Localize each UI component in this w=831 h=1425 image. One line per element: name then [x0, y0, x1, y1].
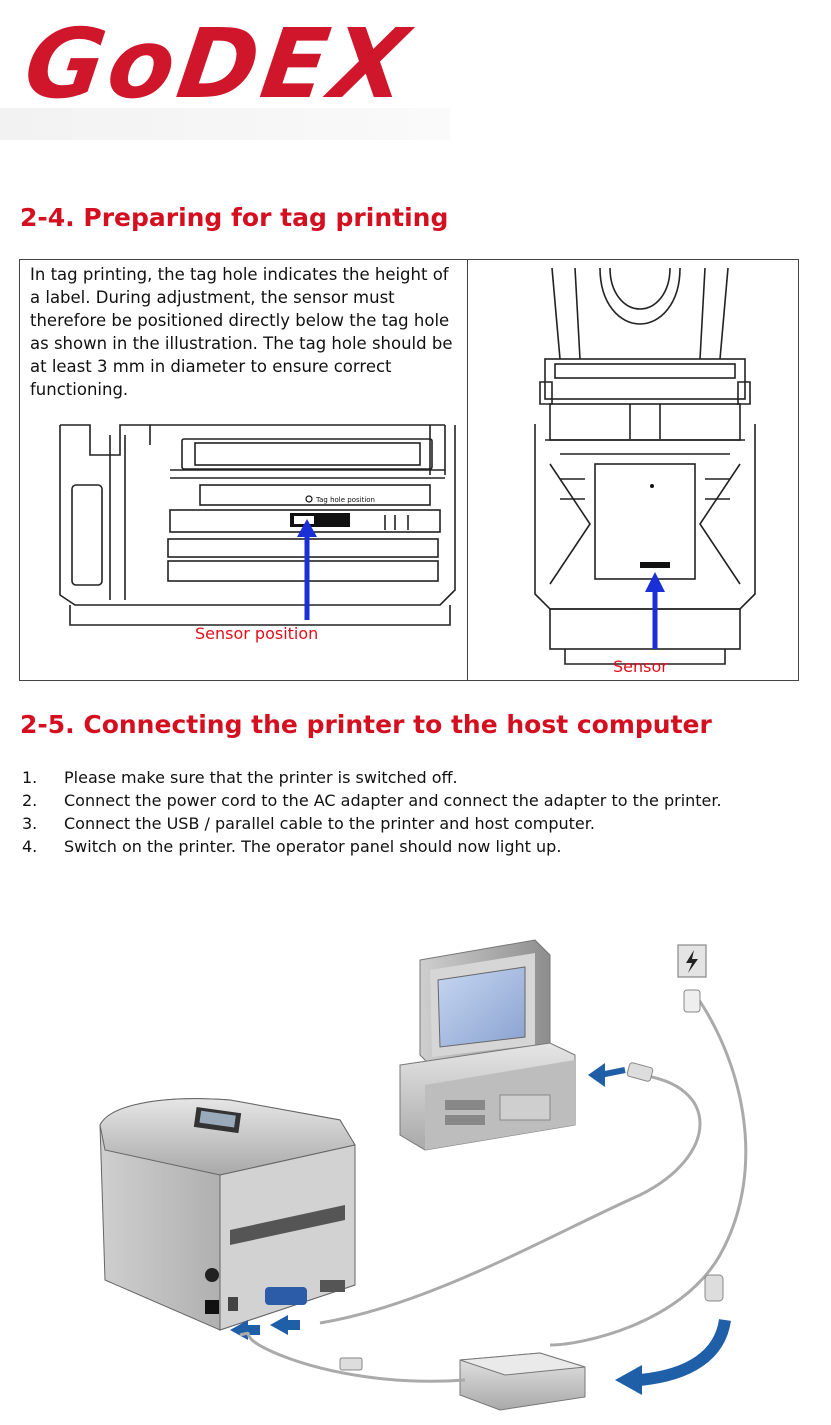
usb-plug [626, 1062, 654, 1082]
logo-swoosh [0, 108, 450, 140]
list-item: 3. Connect the USB / parallel cable to t… [22, 812, 802, 835]
printer-connection-illustration [99, 939, 748, 1411]
computer-monitor [419, 939, 551, 1066]
section-heading-connecting-printer: 2-5. Connecting the printer to the host … [20, 710, 712, 739]
tag-hole-illustration: Tag hole position [59, 424, 456, 626]
tag-printing-panel: In tag printing, the tag hole indicates … [19, 259, 799, 681]
ac-adapter [459, 1352, 586, 1411]
step-text: Connect the USB / parallel cable to the … [64, 814, 595, 833]
adapter-cable [239, 1331, 466, 1383]
sensor-arrow-left [297, 519, 317, 620]
logo-wordmark: GoDEX [18, 8, 418, 120]
power-curve-arrow [615, 1318, 731, 1395]
sensor-position-caption: Sensor position [195, 624, 319, 643]
tag-hole-label: Tag hole position [315, 496, 375, 504]
tag-printing-description: In tag printing, the tag hole indicates … [30, 265, 453, 399]
adapter-ferrite [339, 1357, 363, 1371]
step-text: Switch on the printer. The operator pane… [64, 837, 562, 856]
step-number: 1. [22, 768, 38, 787]
power-cord [549, 989, 748, 1347]
list-item: 2. Connect the power cord to the AC adap… [22, 789, 802, 812]
connection-steps-list: 1. Please make sure that the printer is … [22, 766, 802, 858]
cord-ferrite [704, 1274, 724, 1302]
step-number: 2. [22, 791, 38, 810]
list-item: 1. Please make sure that the printer is … [22, 766, 802, 789]
sensor-arrow-right [645, 572, 665, 649]
label-printer [99, 1098, 356, 1331]
step-number: 3. [22, 814, 38, 833]
usb-arrow-to-computer [588, 1063, 626, 1087]
computer-base [399, 1042, 576, 1151]
open-printer-illustration [534, 267, 756, 665]
list-item: 4. Switch on the printer. The operator p… [22, 835, 802, 858]
godex-logo: GoDEX [0, 0, 450, 140]
power-plug [683, 989, 701, 1013]
step-text: Please make sure that the printer is swi… [64, 768, 458, 787]
lightning-bolt-icon [677, 944, 707, 978]
usb-cable [319, 1073, 702, 1325]
step-number: 4. [22, 837, 38, 856]
step-text: Connect the power cord to the AC adapter… [64, 791, 722, 810]
section-heading-tag-printing: 2-4. Preparing for tag printing [20, 203, 449, 232]
sensor-caption: Sensor [613, 657, 668, 676]
panel-divider [467, 260, 468, 680]
